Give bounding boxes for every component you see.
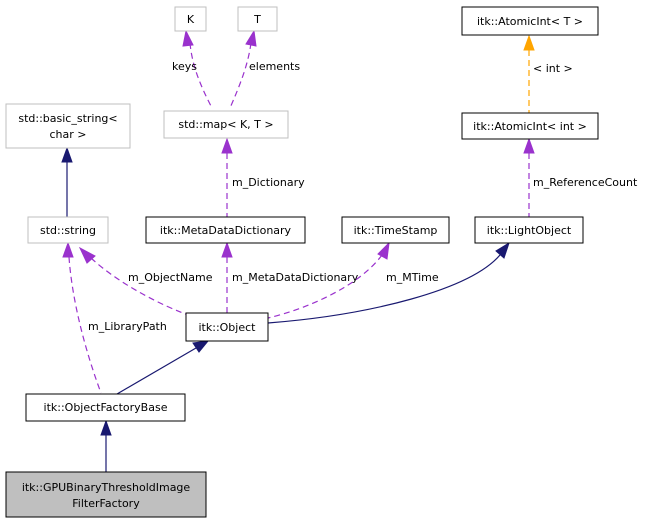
- edge-label-m-reference-count: m_ReferenceCount: [533, 176, 638, 189]
- node-std-string-label: std::string: [40, 224, 96, 237]
- edge-m-object-name: [78, 246, 192, 317]
- node-gpu-binary-threshold-image-filter-factory[interactable]: itk::GPUBinaryThresholdImage FilterFacto…: [5, 471, 207, 518]
- node-T[interactable]: T: [237, 6, 278, 32]
- node-gpu-factory-label-1: itk::GPUBinaryThresholdImage: [22, 481, 191, 494]
- node-atomicint-int-label: itk::AtomicInt< int >: [473, 120, 587, 133]
- node-object-label: itk::Object: [199, 321, 257, 334]
- edge-template-int: [523, 34, 535, 113]
- edge-inherit-object-factory-base: [100, 419, 112, 472]
- node-object-factory-base[interactable]: itk::ObjectFactoryBase: [25, 393, 186, 422]
- edge-label-m-library-path: m_LibraryPath: [88, 320, 167, 333]
- edge-label-m-dictionary: m_Dictionary: [232, 176, 305, 189]
- edge-inherit-light-object: [267, 241, 510, 324]
- node-atomicint-t[interactable]: itk::AtomicInt< T >: [461, 6, 599, 36]
- node-gpu-factory-label-2: FilterFactory: [72, 497, 140, 510]
- node-metadata-dictionary[interactable]: itk::MetaDataDictionary: [145, 216, 306, 244]
- edge-label-m-metadata-dictionary: m_MetaDataDictionary: [232, 271, 359, 284]
- node-light-object[interactable]: itk::LightObject: [474, 216, 584, 244]
- edge-label-int: < int >: [533, 62, 573, 75]
- node-basic-string-label-2: char >: [50, 128, 87, 141]
- node-light-object-label: itk::LightObject: [487, 224, 572, 237]
- edge-label-m-mtime: m_MTime: [386, 271, 439, 284]
- edge-label-keys: keys: [172, 60, 197, 73]
- edge-inherit-object: [116, 340, 210, 395]
- node-K-label: K: [187, 13, 195, 26]
- node-timestamp[interactable]: itk::TimeStamp: [341, 216, 450, 244]
- edge-m-reference-count: [523, 137, 535, 217]
- node-metadata-dictionary-label: itk::MetaDataDictionary: [160, 224, 292, 237]
- node-K[interactable]: K: [174, 6, 207, 32]
- node-basic-string[interactable]: std::basic_string< char >: [5, 103, 131, 149]
- edge-label-m-object-name: m_ObjectName: [128, 271, 213, 284]
- node-T-label: T: [253, 13, 261, 26]
- node-std-map[interactable]: std::map< K, T >: [163, 110, 289, 139]
- node-object-factory-base-label: itk::ObjectFactoryBase: [44, 401, 168, 414]
- edge-m-mtime: [267, 241, 390, 319]
- edge-inherit-basic-string: [61, 146, 73, 217]
- node-atomicint-t-label: itk::AtomicInt< T >: [477, 15, 583, 28]
- node-object[interactable]: itk::Object: [185, 312, 269, 342]
- edge-m-metadata-dictionary: [221, 241, 233, 313]
- node-basic-string-label-1: std::basic_string<: [18, 112, 117, 125]
- edge-label-elements: elements: [249, 60, 300, 73]
- node-atomicint-int[interactable]: itk::AtomicInt< int >: [461, 112, 599, 140]
- node-std-string[interactable]: std::string: [27, 216, 109, 244]
- edge-m-dictionary: [221, 137, 233, 217]
- node-timestamp-label: itk::TimeStamp: [354, 224, 438, 237]
- node-std-map-label: std::map< K, T >: [178, 118, 273, 131]
- edge-elements: [229, 29, 257, 109]
- edge-keys: [182, 29, 213, 109]
- edge-m-library-path: [62, 241, 102, 394]
